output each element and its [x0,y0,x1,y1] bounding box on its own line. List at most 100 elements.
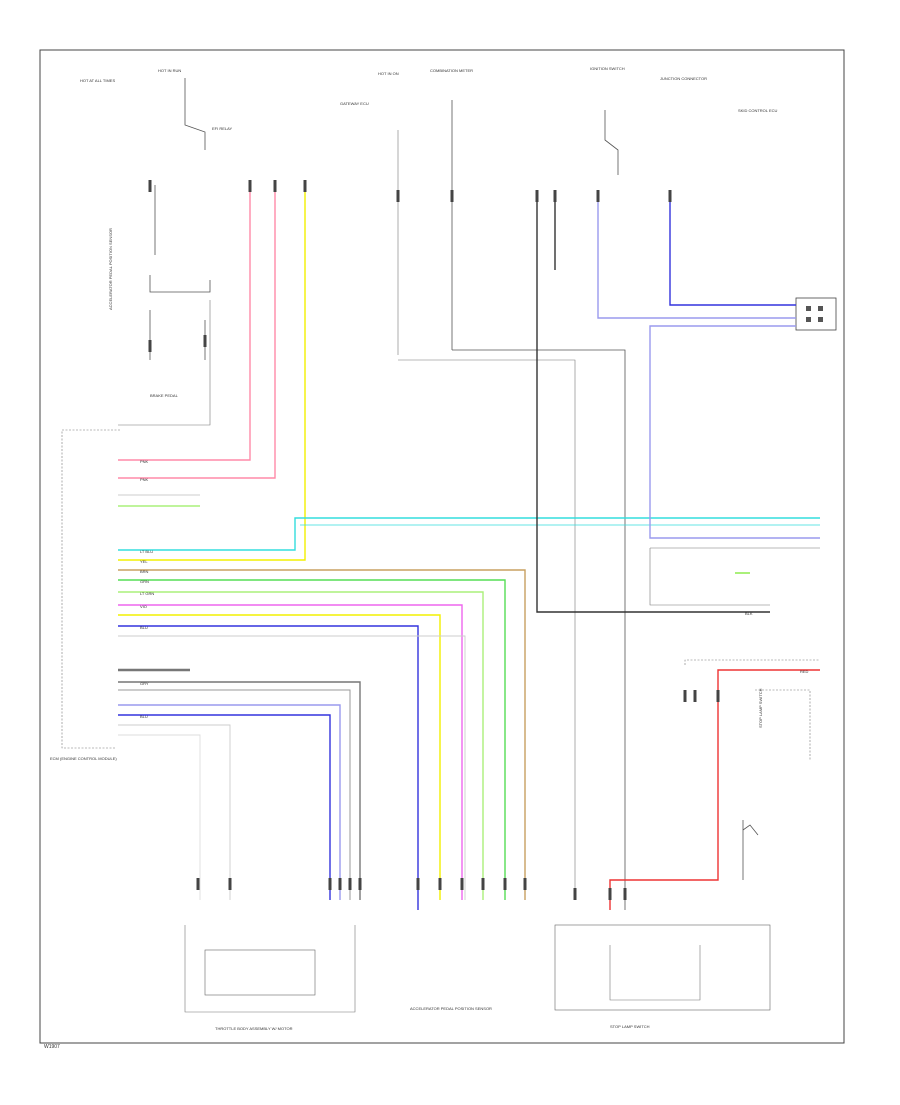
wire-lavender-right [597,195,796,319]
connector-mark-tb-3 [338,878,342,890]
connector-pin-1 [806,306,811,311]
wire-gray-tb [118,681,361,900]
throttle-body-inner [204,949,316,996]
accel-sensor-connector: ACCELERATOR PEDAL POSITION SENSOR [410,1006,492,1011]
connector-mark-tb-4 [348,878,352,890]
skid-bracket [649,548,770,606]
connector-mark-rm-0 [683,690,687,702]
wire-red-stop [609,669,820,910]
wire-violet [118,604,463,900]
throttle-body-connector: THROTTLE BODY ASSEMBLY W/ MOTOR [184,925,356,1031]
wire-black-main [536,195,770,613]
wlabel-vio: VIO [140,604,147,609]
connector-combo-right [795,297,837,331]
connector-mark-mid-3 [553,190,557,202]
connector-mark-top-3 [303,180,307,192]
wire-gateway-route [398,359,576,900]
label-skid: SKID CONTROL ECU [738,108,778,113]
label-gateway: GATEWAY ECU [340,101,369,106]
wire-blue [118,625,419,910]
label-combo: COMBINATION METER [430,68,473,73]
top-right-block: IGNITION SWITCH JUNCTION CONNECTOR SKID … [590,66,837,331]
wire-harness [118,185,820,910]
connector-mark-mid-1 [450,190,454,202]
label-ecm: ECM (ENGINE CONTROL MODULE) [50,756,117,761]
label-fuse-run: HOT IN RUN [158,68,181,73]
stoplamp-inner [609,945,701,1001]
wire-brown [118,569,526,900]
connector-mark-mid-5 [668,190,672,202]
connector-mark-ap-5 [523,878,527,890]
wlabel-yel: YEL [140,559,148,564]
wire-lightgreen [118,591,484,900]
wire-red-top [118,185,251,461]
wire-gray-tb-2 [118,689,351,900]
label-fuse-top-left: HOT AT ALL TIMES [80,78,115,83]
wire-combo-route [452,349,626,910]
label-fuse-on: HOT IN ON [378,71,399,76]
upper-left-block: HOT AT ALL TIMES HOT IN RUN EFI RELAY AC… [80,68,232,426]
wlabel-red: RED [800,669,809,674]
connector-mark-brake-1 [148,340,152,352]
connector-mark-ap-3 [481,878,485,890]
corner-code: W1907 [44,1044,60,1050]
label-throttle: THROTTLE BODY ASSEMBLY W/ MOTOR [215,1026,293,1031]
wire-white-tb-2 [118,734,201,900]
wire-lightblue [118,517,820,551]
wlabel-gry: GRY [140,681,149,686]
wlabel-ltblu: LT BLU [140,549,153,554]
connector-mark-rm-1 [693,690,697,702]
wlabel-blu: BLU [140,625,148,630]
connector-mark-tb-0 [196,878,200,890]
wire-green [118,579,506,900]
relay-switch [184,118,206,150]
skid-box [684,659,820,665]
right-middle-block: STOP LAMP SWITCH [649,547,820,880]
wire-yellow-2 [118,614,441,900]
ecm-outline [61,429,120,749]
label-relay: EFI RELAY [212,126,232,131]
stoplamp-outline [554,924,771,1011]
wlabel-blu-2: BLU [140,714,148,719]
connector-mark-mid-2 [535,190,539,202]
wlabel-grn: GRN [140,579,149,584]
label-joint: JUNCTION CONNECTOR [660,76,707,81]
label-accel-bottom: ACCELERATOR PEDAL POSITION SENSOR [410,1006,492,1011]
wire-brake-to-ecm [118,300,211,426]
connector-mark-sl-1 [608,888,612,900]
label-stop-box: STOP LAMP SWITCH [758,688,763,728]
connector-mark-sl-0 [573,888,577,900]
connector-mark-rm-2 [716,690,720,702]
connector-mark-ap-1 [438,878,442,890]
wire-blue-right [669,195,796,306]
connector-mark-top-0 [148,180,152,192]
wire-yellow-top [118,185,306,561]
label-accel: ACCELERATOR PEDAL POSITION SENSOR [108,228,113,310]
ecm-module: ECM (ENGINE CONTROL MODULE) [50,429,120,761]
wire-blue-tb [118,704,341,900]
connector-mark-ap-0 [416,878,420,890]
connector-mark-tb-1 [228,878,232,890]
connector-pin-3 [806,317,811,322]
diagram-border [39,49,845,1044]
top-center-block: GATEWAY ECU HOT IN ON COMBINATION METER [340,68,626,910]
connector-pin-2 [818,306,823,311]
wire-white-tb [118,724,231,900]
wire-pink-top [118,185,276,479]
wlabel-pink: PNK [140,459,149,464]
connector-mark-tb-2 [328,878,332,890]
wire-white-long [118,635,466,900]
wlabel-brn: BRN [140,569,149,574]
stop-contact [742,824,759,836]
wlabel-blk: BLK [745,611,753,616]
brake-switch [149,275,211,293]
connector-mark-ap-4 [503,878,507,890]
connector-mark-top-2 [273,180,277,192]
ig-switch [604,110,619,175]
stop-switch-box [755,689,811,760]
connector-mark-tb-5 [358,878,362,890]
label-stoplamp: STOP LAMP SWITCH [610,1024,650,1029]
